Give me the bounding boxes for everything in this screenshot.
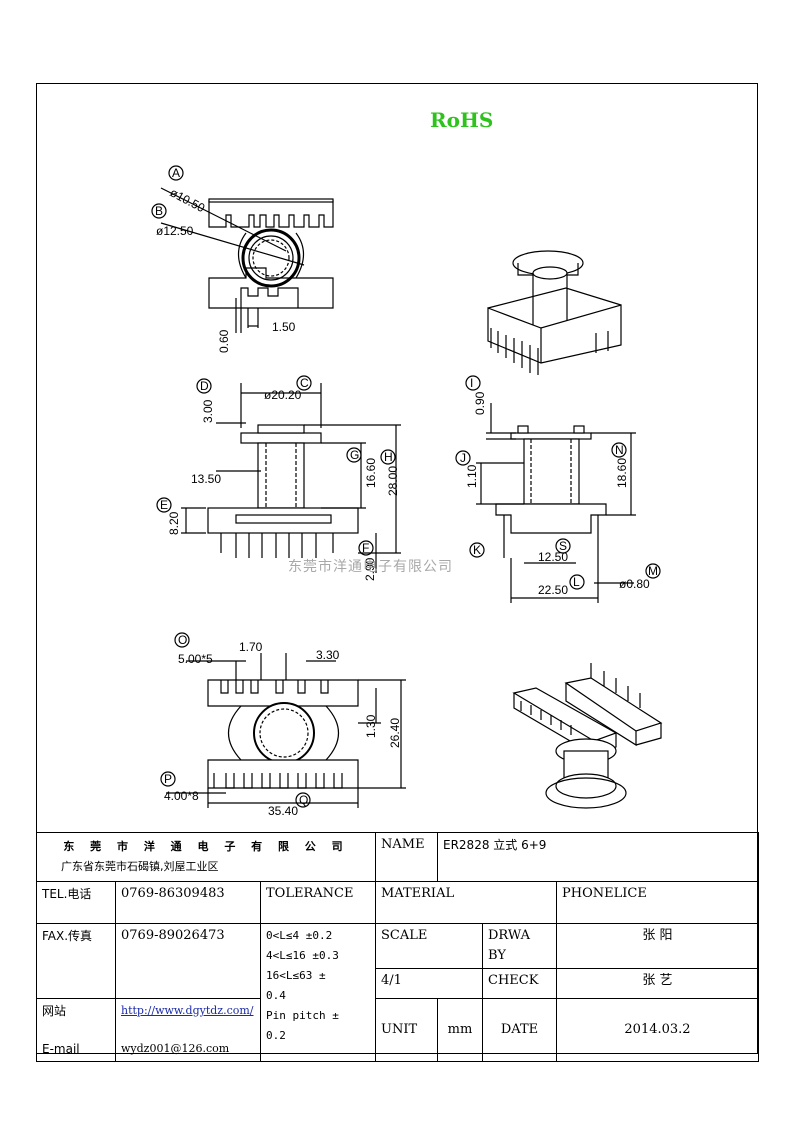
material-label: MATERIAL (375, 881, 557, 924)
dim-330: 3.30 (316, 648, 340, 662)
tolerance-line-1: 0<L≤4 ±0.2 (266, 929, 333, 942)
web-email-labels: 网站 E-mail (36, 998, 116, 1062)
label-c: C (300, 376, 309, 390)
dim-110: 1.10 (465, 464, 479, 488)
dim-3540: 35.40 (268, 804, 298, 818)
web-email-values: http://www.dgytdz.com/ wydz001@126.com (115, 998, 261, 1062)
check-label: CHECK (482, 968, 557, 999)
dim-2800: 28.00 (386, 466, 400, 496)
date-value: 2014.03.2 (556, 998, 759, 1062)
unit-value: mm (437, 998, 483, 1062)
label-n: N (615, 443, 624, 457)
dim-2250: 22.50 (538, 583, 568, 597)
email-value: wydz001@126.com (121, 1042, 230, 1055)
label-b: B (155, 204, 163, 218)
dim-2640: 26.40 (388, 718, 402, 748)
dim-phi1250: ø12.50 (156, 224, 194, 238)
iso-view-top (487, 250, 622, 375)
label-m: M (648, 564, 658, 578)
dim-060: 0.60 (217, 329, 231, 353)
bottom-view (160, 632, 406, 808)
dim-300: 3.00 (201, 399, 215, 423)
drawn-by-label-2: BY (488, 948, 506, 963)
label-a: A (172, 166, 180, 180)
dim-130: 1.30 (364, 714, 378, 738)
date-label: DATE (482, 998, 557, 1062)
phonelice-label: PHONELICE (556, 881, 759, 924)
label-i: I (470, 376, 473, 390)
email-label: E-mail (42, 1042, 80, 1056)
dim-phi080: ø0.80 (619, 577, 650, 591)
scale-value: 4/1 (375, 968, 483, 999)
label-q: Q (299, 793, 308, 807)
label-p: P (164, 772, 172, 786)
watermark: 东莞市洋通电子有限公司 (288, 559, 453, 575)
company-address: 广东省东莞市石碣镇,刘屋工业区 (61, 860, 219, 873)
name-label: NAME (375, 832, 438, 882)
label-o: O (178, 633, 187, 647)
dim-400x8: 4.00*8 (164, 789, 199, 803)
dim-1660: 16.60 (364, 458, 378, 488)
website-link[interactable]: http://www.dgytdz.com/ (121, 1004, 254, 1017)
label-e: E (160, 498, 168, 512)
company-cell: 东 莞 市 洋 通 电 子 有 限 公 司 广东省东莞市石碣镇,刘屋工业区 (36, 832, 376, 882)
tolerance-line-4: Pin pitch ± (266, 1009, 339, 1022)
dim-820: 8.20 (167, 511, 181, 535)
web-label: 网站 (42, 1004, 67, 1018)
drawn-by-value: 张 阳 (556, 923, 759, 969)
tel-label: TEL.电话 (36, 881, 116, 924)
name-value: ER2828 立式 6+9 (437, 832, 759, 882)
dim-170: 1.70 (239, 640, 263, 654)
label-h: H (384, 450, 393, 464)
drawn-by-label-1: DRWA (488, 928, 531, 943)
label-s: S (559, 539, 567, 553)
label-f: F (362, 541, 369, 555)
dim-1250: 12.50 (538, 550, 568, 564)
scale-label: SCALE (375, 923, 483, 969)
dim-1860: 18.60 (615, 458, 629, 488)
tolerance-line-3: 16<L≤63 ± (266, 969, 326, 982)
dim-290: 2.90 (363, 557, 377, 581)
dim-090: 0.90 (473, 391, 487, 415)
tolerance-label: TOLERANCE (260, 881, 376, 924)
fax-label: FAX.传真 (36, 923, 116, 999)
tolerance-line-3b: 0.4 (266, 989, 286, 1002)
label-j: J (460, 451, 466, 465)
dim-500x5: 5.00*5 (178, 652, 213, 666)
dim-1350: 13.50 (191, 472, 221, 486)
check-value: 张 艺 (556, 968, 759, 999)
iso-view-bottom (512, 663, 663, 809)
label-k: K (473, 543, 481, 557)
label-l: L (573, 575, 580, 589)
tolerance-line-2: 4<L≤16 ±0.3 (266, 949, 339, 962)
side-view (455, 375, 661, 603)
tolerance-values: 0<L≤4 ±0.2 4<L≤16 ±0.3 16<L≤63 ± 0.4 Pin… (260, 923, 376, 1062)
unit-label: UNIT (375, 998, 438, 1062)
top-view (151, 165, 334, 333)
technical-drawing: A B ø10.50 ø12.50 1.50 0.60 (151, 165, 663, 818)
rohs-mark: RoHS (430, 108, 494, 132)
front-view (156, 375, 401, 573)
tolerance-line-4b: 0.2 (266, 1029, 286, 1042)
label-d: D (200, 379, 209, 393)
drawn-by-label: DRWA BY (482, 923, 557, 969)
company-name: 东 莞 市 洋 通 电 子 有 限 公 司 (63, 840, 349, 853)
tel-value: 0769-86309483 (115, 881, 261, 924)
dim-phi1050: ø10.50 (168, 185, 208, 215)
fax-value: 0769-89026473 (115, 923, 261, 999)
label-g: G (350, 448, 359, 462)
dim-150: 1.50 (272, 320, 296, 334)
title-block: 东 莞 市 洋 通 电 子 有 限 公 司 广东省东莞市石碣镇,刘屋工业区 NA… (36, 832, 759, 1062)
dim-phi2020: ø20.20 (264, 388, 302, 402)
